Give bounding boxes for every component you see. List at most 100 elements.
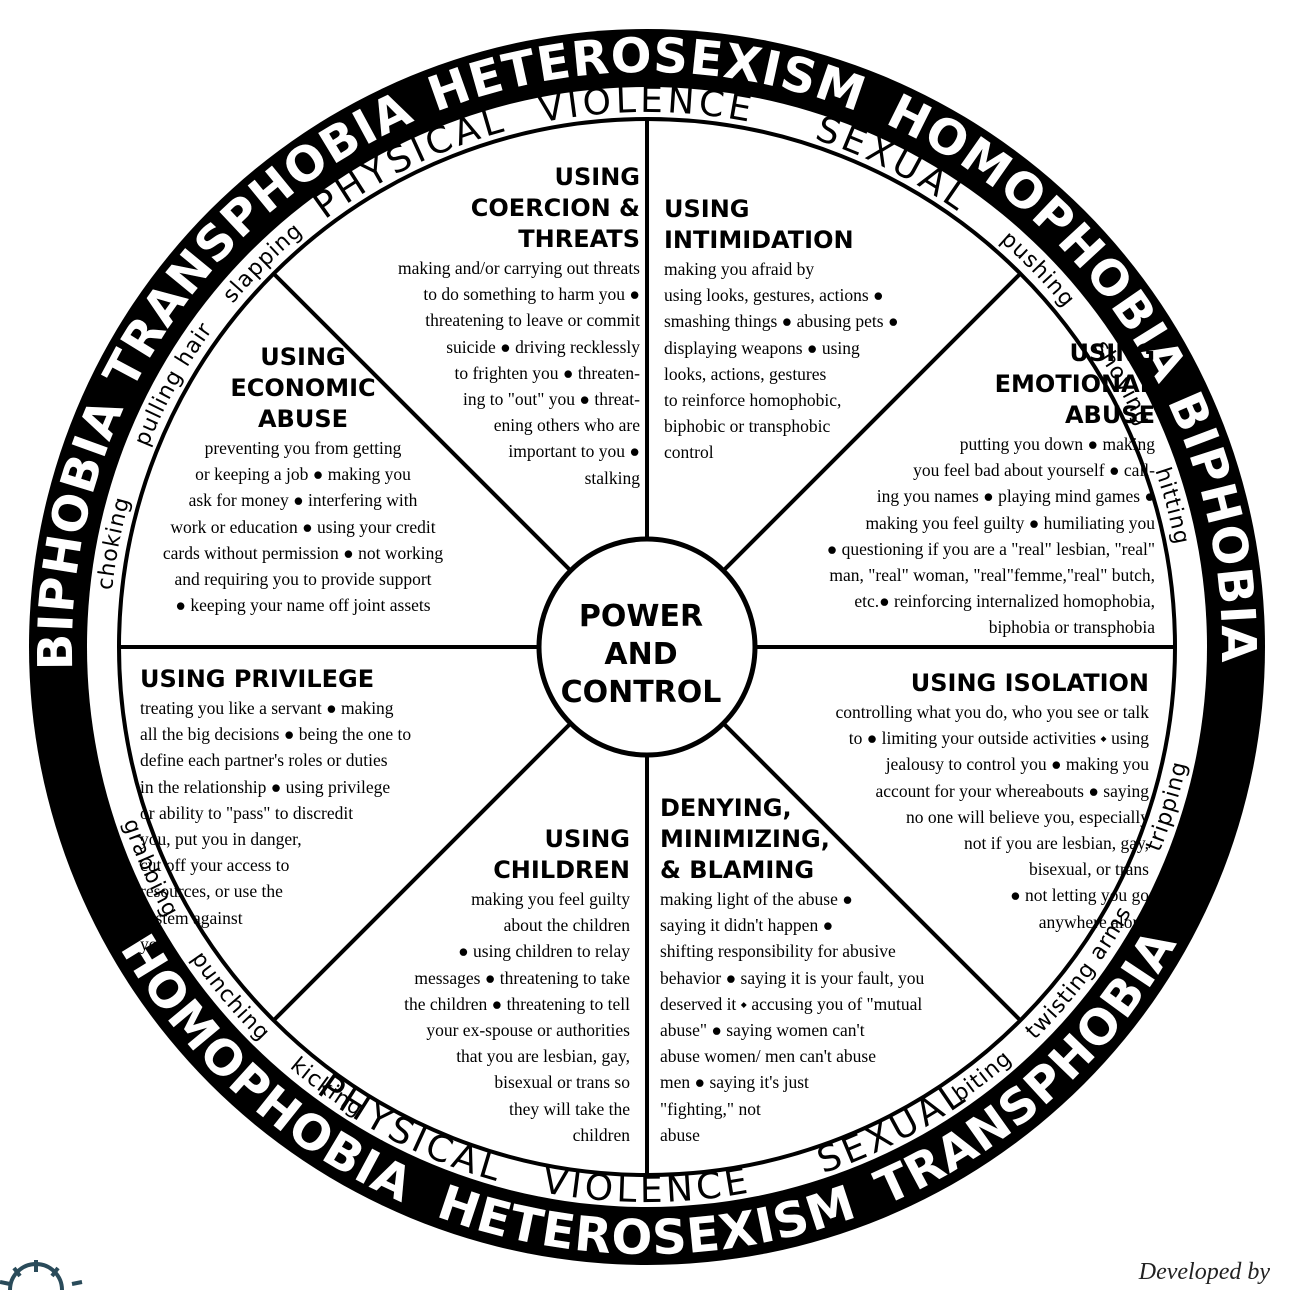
tactic-description-line: looks, actions, gestures <box>664 363 827 384</box>
tactic-description-line: behavior ● saying it is your fault, you <box>660 967 925 988</box>
tactic-title: CHILDREN <box>493 856 630 884</box>
tactic-description-line: biphobia or transphobia <box>988 617 1155 638</box>
tactic-description-line: ● keeping your name off joint assets <box>175 595 431 616</box>
tactic-description-line: in the relationship ● using privilege <box>140 776 391 797</box>
tactic-description-line: bisexual or trans so <box>494 1072 630 1093</box>
tactic-title: USING <box>260 343 346 371</box>
tactic-title: USING ISOLATION <box>910 669 1149 697</box>
tactic-description-line: abuse <box>660 1124 700 1145</box>
center-hub <box>536 536 758 758</box>
tactic-description-line: to do something to harm you ● <box>423 284 640 305</box>
tactic-description-line: children <box>572 1124 630 1145</box>
tactic-description-line: ● questioning if you are a "real" lesbia… <box>826 538 1155 559</box>
tactic-title: & BLAMING <box>660 856 815 884</box>
tactic-description-line: making you feel guilty ● humiliating you <box>865 512 1155 533</box>
tactic-denying-minimizing-blaming: DENYING, MINIMIZING, & BLAMING making light… <box>660 793 924 1148</box>
tactic-description-line: and requiring you to provide support <box>174 569 432 590</box>
tactic-description-line: you feel bad about yourself ● call- <box>913 460 1155 481</box>
tactic-description-line: important to you ● <box>508 441 640 462</box>
tactic-description-line: they will take the <box>508 1098 630 1119</box>
tactic-description-line: cut off your access to <box>140 855 290 876</box>
tactic-description-line: man, "real" woman, "real"femme,"real" bu… <box>829 565 1155 586</box>
tactic-description-line: preventing you from getting <box>204 438 402 458</box>
tactic-title: MINIMIZING, <box>660 825 830 853</box>
tactic-description-line: ing to "out" you ● threat- <box>463 389 640 410</box>
power-and-control-title: POWER AND CONTROL <box>541 598 741 712</box>
tactic-description-line: putting you down ● making <box>959 434 1155 454</box>
tactic-description-line: resources, or use the <box>140 881 283 902</box>
tactic-description-line: all the big decisions ● being the one to <box>140 724 412 745</box>
tactic-title: USING <box>544 825 631 853</box>
tactic-isolation: USING ISOLATION controlling what you do, … <box>836 668 1150 935</box>
tactic-description-line: anywhere alone <box>1038 911 1149 932</box>
tactic-description-line: control <box>664 442 714 463</box>
tactic-description-line: saying it didn't happen ● <box>660 915 834 936</box>
tactic-description-line: not if you are lesbian, gay, <box>964 833 1149 854</box>
tactic-description-line: account for your whereabouts ● saying <box>875 780 1149 801</box>
tactic-description-line: suicide ● driving recklessly <box>446 336 640 357</box>
tactic-description-line: you <box>140 933 167 954</box>
tactic-description-line: the children ● threatening to tell <box>404 993 630 1014</box>
tactic-description-line: stalking <box>584 467 640 488</box>
tactic-title: ABUSE <box>1064 401 1155 429</box>
center-line-2: AND <box>604 637 678 672</box>
tactic-children: USING CHILDREN making you feel guilty about… <box>404 824 630 1148</box>
tactic-description-line: ● using children to relay <box>458 941 630 962</box>
tactic-description-line: jealousy to control you ● making you <box>885 754 1149 775</box>
tactic-description-line: your ex-spouse or authorities <box>426 1020 630 1041</box>
tactic-description-line: or keeping a job ● making you <box>195 464 411 485</box>
center-line-1: POWER <box>578 599 704 634</box>
center-line-3: CONTROL <box>560 675 722 710</box>
sun-logo <box>0 1260 83 1290</box>
tactic-title: ABUSE <box>257 405 349 433</box>
tactic-description-line: making you afraid by <box>664 259 815 279</box>
tactic-description-line: to frighten you ● threaten- <box>454 362 640 383</box>
tactic-description-line: making light of the abuse ● <box>660 889 853 909</box>
tactic-description-line: you, put you in danger, <box>140 829 302 850</box>
tactic-title: DENYING, <box>660 794 792 822</box>
tactic-description-line: system against <box>140 907 243 928</box>
tactic-description-line: ask for money ● interfering with <box>188 490 418 511</box>
tactic-description-line: treating you like a servant ● making <box>140 698 394 718</box>
tactic-title: USING <box>554 163 641 191</box>
tactic-description-line: about the children <box>503 915 630 936</box>
developed-by-credit: Developed by <box>1138 1259 1270 1285</box>
tactic-title: ECONOMIC <box>230 374 376 402</box>
tactic-description-line: controlling what you do, who you see or … <box>835 702 1150 722</box>
tactic-title: USING <box>664 195 750 223</box>
tactic-description-line: abuse" ● saying women can't <box>660 1020 865 1041</box>
tactic-description-line: define each partner's roles or duties <box>140 750 388 771</box>
tactic-description-line: to ● limiting your outside activities ⬩ … <box>848 728 1149 749</box>
tactic-title: COERCION & <box>470 194 640 222</box>
tactic-description-line: smashing things ● abusing pets ● <box>664 311 899 332</box>
tactic-description-line: ening others who are <box>493 415 640 436</box>
tactic-economic-abuse: USING ECONOMIC ABUSE preventing you from ge… <box>143 342 463 618</box>
tactic-description-line: to reinforce homophobic, <box>664 390 842 411</box>
tactic-description-line: displaying weapons ● using <box>664 337 860 358</box>
tactic-description-line: using looks, gestures, actions ● <box>664 285 884 306</box>
tactic-description-line: shifting responsibility for abusive <box>660 941 896 962</box>
tactic-description-line: or ability to "pass" to discredit <box>140 802 354 823</box>
tactic-description-line: abuse women/ men can't abuse <box>660 1046 876 1067</box>
tactic-title: USING <box>1069 339 1156 367</box>
tactic-description-line: threatening to leave or commit <box>425 310 640 331</box>
tactic-description-line: deserved it ⬩ accusing you of "mutual <box>660 993 923 1014</box>
tactic-description-line: biphobic or transphobic <box>664 416 831 437</box>
tactic-description-line: cards without permission ● not working <box>162 542 444 563</box>
tactic-description-line: "fighting," not <box>660 1098 761 1119</box>
tactic-coercion-threats: USING COERCION & THREATS making and/or carr… <box>398 162 640 491</box>
tactic-description-line: bisexual, or trans <box>1028 859 1149 880</box>
tactic-description-line: no one will believe you, especially <box>906 806 1149 827</box>
tactic-description-line: that you are lesbian, gay, <box>456 1046 630 1067</box>
tactic-description-line: making you feel guilty <box>471 889 630 909</box>
tactic-title: USING PRIVILEGE <box>140 665 375 693</box>
tactic-description-line: messages ● threatening to take <box>414 967 630 988</box>
tactic-title: THREATS <box>518 225 640 253</box>
tactic-description-line: work or education ● using your credit <box>170 516 436 537</box>
tactic-emotional-abuse: USING EMOTIONAL ABUSE putting you down ● ma… <box>827 338 1155 641</box>
tactic-title: EMOTIONAL <box>994 370 1155 398</box>
tactic-privilege: USING PRIVILEGE treating you like a serva… <box>140 664 411 957</box>
tactic-description-line: making and/or carrying out threats <box>397 258 640 278</box>
